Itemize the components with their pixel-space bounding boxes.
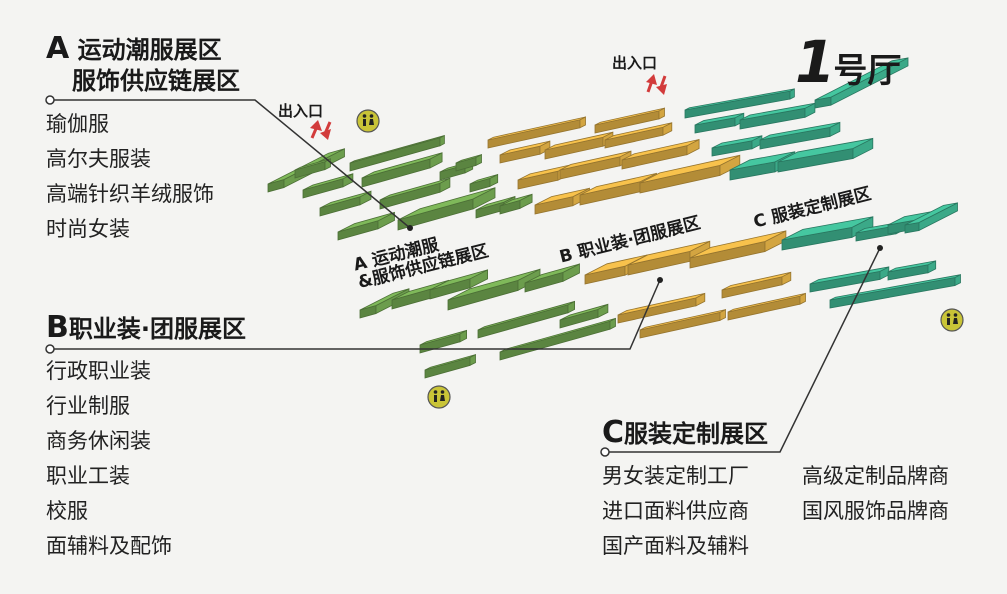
booth-block-a (499, 193, 533, 207)
booth-block-a (477, 304, 569, 339)
booth-block-a (475, 196, 516, 211)
zone-c-title-text: 服装定制展区 (624, 420, 769, 448)
booth-block-b (727, 292, 806, 313)
booth-block-c (781, 216, 874, 241)
list-item: 进口面料供应商 (602, 499, 749, 523)
hall-label: 号厅 (833, 51, 902, 91)
booth-block-b (534, 187, 590, 206)
booth-block-b (639, 154, 740, 184)
booth-block-b (627, 240, 710, 266)
zone-b-title: B职业装·团服展区 (46, 313, 246, 343)
booth-block-a (424, 354, 476, 371)
hall-title: 1号厅 (795, 28, 901, 96)
list-item: 商务休闲装 (46, 429, 151, 453)
booth-block-b (487, 116, 586, 141)
booth-block-a (455, 154, 482, 164)
zone-a-title-line1: 运动潮服展区 (77, 36, 222, 64)
hall-number: 1 (795, 28, 835, 96)
booth-block-a (469, 174, 498, 185)
booth-block-c (694, 112, 744, 126)
booth-block-c (711, 135, 763, 149)
booth-block-b (639, 309, 726, 331)
entrance-arrows-icon (310, 74, 667, 140)
list-item: 高端针织羊绒服饰 (46, 182, 214, 206)
booth-block-a (319, 190, 372, 209)
booth-block-b (689, 230, 787, 259)
booth-block-a (397, 187, 496, 221)
booth-block-b (639, 311, 721, 339)
booth-block-c (759, 121, 841, 141)
booth-block-b (559, 150, 632, 171)
zone-c-item-list-2: 高级定制品牌商 国风服饰品牌商 (802, 466, 949, 536)
list-item: 校服 (46, 499, 88, 523)
booth-block-a (447, 268, 541, 301)
booth-block-a (379, 177, 451, 201)
list-item: 高尔夫服装 (46, 147, 151, 171)
zone-c-item-list-1: 男女装定制工厂 进口面料供应商 国产面料及辅料 (602, 466, 749, 571)
booth-block-b (604, 122, 672, 141)
booth-block-a (524, 263, 580, 284)
booth-block-c (829, 274, 961, 301)
zone-a-item-list: 瑜伽服 高尔夫服装 高端针织羊绒服饰 时尚女装 (46, 114, 214, 254)
booth-block-a (337, 212, 395, 233)
booth-block-a (499, 318, 616, 353)
booth-block-b (617, 292, 705, 316)
booth-block-a (349, 135, 445, 164)
list-item: 高级定制品牌商 (802, 464, 949, 488)
entrance-label-north: 出入口 (612, 54, 658, 72)
booth-block-a (477, 301, 575, 331)
list-item: 行政职业装 (46, 359, 151, 383)
booth-block-a (294, 158, 331, 171)
booth-block-c (814, 57, 909, 101)
booth-block-b (594, 107, 665, 126)
zone-c-letter: C (602, 415, 625, 450)
booth-block-c (777, 138, 873, 163)
booth-block-b (621, 139, 700, 161)
list-item: 行业制服 (46, 394, 130, 418)
booth-block-b (544, 131, 614, 151)
booth-block-c (684, 88, 795, 111)
booth-block-a (419, 330, 467, 346)
zone-b-title-text: 职业装·团服展区 (68, 315, 246, 343)
booth-block-a (429, 269, 488, 291)
booth-block-a (559, 303, 609, 321)
list-item: 国产面料及辅料 (602, 534, 749, 558)
list-item: 国风服饰品牌商 (802, 499, 949, 523)
list-item: 职业工装 (46, 464, 130, 488)
list-item: 瑜伽服 (46, 112, 109, 136)
booth-block-a (361, 152, 443, 179)
booth-block-a (302, 173, 354, 191)
list-item: 时尚女装 (46, 217, 130, 241)
zone-b-letter: B (46, 310, 69, 345)
zone-a-letter: A (46, 31, 70, 66)
booth-block-c (904, 202, 958, 226)
entrance-label-west: 出入口 (278, 102, 324, 120)
booth-block-b (721, 271, 791, 291)
booth-block-a (359, 288, 410, 311)
booth-block-b (579, 173, 657, 196)
booth-block-c (887, 260, 936, 273)
zone-b-item-list: 行政职业装 行业制服 商务休闲装 职业工装 校服 面辅料及配饰 (46, 361, 172, 571)
zone-a-title: A 运动潮服展区 (46, 34, 222, 64)
booth-block-b (499, 140, 551, 156)
list-item: 面辅料及配饰 (46, 534, 172, 558)
zone-c-title: C服装定制展区 (602, 418, 768, 448)
zone-a-title-line2: 服饰供应链展区 (72, 67, 240, 95)
list-item: 男女装定制工厂 (602, 464, 749, 488)
booth-block-c (729, 151, 795, 171)
